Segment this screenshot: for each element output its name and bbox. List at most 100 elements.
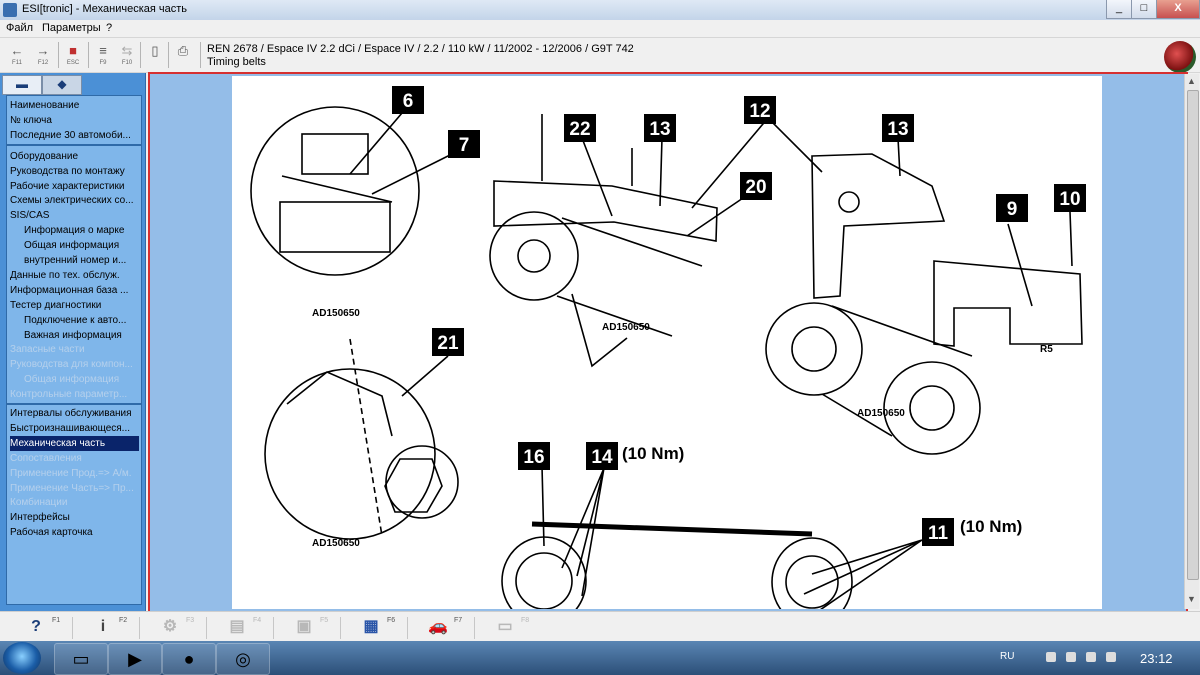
sidebar-item[interactable]: Общая информация [24, 240, 120, 252]
printer-icon: ⎙ [177, 43, 189, 58]
taskbar-explorer[interactable]: ▭ [54, 643, 108, 675]
document-button[interactable]: ▯ [144, 42, 166, 68]
sidebar-item: Запасные части [10, 344, 85, 356]
taskbar-esitronic[interactable]: ◎ [216, 643, 270, 675]
sprocket-edge [281, 175, 393, 203]
function-key-f6[interactable]: ▦F6 [345, 615, 403, 639]
start-button[interactable] [3, 642, 41, 674]
function-key-f1[interactable]: ?F1 [10, 615, 68, 639]
tab-component[interactable]: ◆ [42, 75, 82, 95]
sidebar-item[interactable]: Тестер диагностики [10, 299, 102, 311]
volume-icon[interactable] [1106, 652, 1116, 662]
callout-label: 9 [1007, 199, 1018, 220]
sidebar-item[interactable]: Схемы электрических со... [10, 195, 134, 207]
sidebar-item[interactable]: Руководства по монтажу [10, 165, 125, 177]
function-key-label: F6 [387, 617, 396, 624]
bottom-hub-right [785, 555, 839, 609]
escape-button[interactable]: ■ESC [66, 43, 80, 66]
callout-20: 20 [740, 172, 772, 200]
close-button[interactable]: X [1156, 0, 1200, 19]
battery-icon[interactable] [1066, 652, 1076, 662]
sidebar-item[interactable]: SIS/CAS [10, 210, 50, 222]
function-key-divider [273, 617, 274, 639]
menu-file[interactable]: Файл [6, 22, 34, 34]
sidebar-item[interactable]: Данные по тех. обслуж. [10, 269, 120, 281]
vertical-scrollbar[interactable]: ▲ ▼ [1184, 74, 1199, 609]
menu-help[interactable]: ? [106, 22, 113, 34]
document-subtitle: Timing belts [207, 56, 266, 68]
function-key-f7[interactable]: 🚗F7 [412, 615, 470, 639]
sidebar-item[interactable]: Интервалы обслуживания [10, 408, 132, 419]
sidebar-item[interactable]: Информационная база ... [10, 284, 129, 296]
function-key-label: F2 [119, 617, 128, 624]
sidebar-item: Применение Прод.=> А/м. [10, 467, 132, 479]
sidebar-item[interactable]: Последние 30 автомоби... [10, 129, 131, 141]
belt-lines-left [556, 217, 703, 337]
scroll-up-icon[interactable]: ▲ [1187, 76, 1196, 86]
sidebar-item: Контрольные параметр... [10, 389, 128, 401]
crank-hub-left [517, 239, 551, 273]
crank-hub-right [791, 326, 837, 372]
sidebar-item[interactable]: Механическая часть [10, 435, 139, 451]
module-icon: ▣ [296, 618, 312, 635]
network-icon[interactable] [1086, 652, 1096, 662]
compare-icon: ⇆ [121, 43, 133, 58]
scroll-thumb[interactable] [1187, 90, 1199, 580]
compare-button[interactable]: ⇆F10 [121, 43, 133, 66]
ref-label-1: AD150650 [312, 308, 360, 319]
callout-12: 12 [744, 96, 776, 124]
toolbar-divider [88, 42, 89, 68]
function-key-f8: ▭F8 [479, 615, 537, 639]
callout-label: 16 [523, 447, 544, 468]
sidebar-item[interactable]: внутренний номер и... [24, 255, 127, 266]
car-icon: ▬ [16, 77, 28, 91]
tab-vehicle[interactable]: ▬ [2, 75, 42, 95]
sidebar-item[interactable]: Рабочая карточка [10, 527, 93, 539]
forward-button[interactable]: →F12 [36, 43, 50, 66]
sidebar-item[interactable]: Важная информация [24, 329, 122, 341]
taskbar: ▭ ▶ ● ◎ RU 23:12 [0, 641, 1200, 675]
back-button[interactable]: ←F11 [10, 43, 24, 66]
detail-circle-top [250, 106, 420, 276]
menu-parameters[interactable]: Параметры [42, 22, 101, 34]
sidebar-item[interactable]: № ключа [10, 114, 52, 126]
list-button[interactable]: ≡F9 [99, 43, 107, 66]
list-icon: ▤ [229, 618, 245, 635]
sidebar-item[interactable]: Оборудование [10, 150, 79, 162]
firefox-icon: ● [183, 649, 195, 669]
sidebar-item[interactable]: Быстроизнашивающеся... [10, 422, 131, 434]
sidebar-divider [7, 143, 141, 146]
sidebar-item[interactable]: Интерфейсы [10, 512, 70, 524]
app-icon [3, 3, 17, 17]
function-key-divider [139, 617, 140, 639]
sidebar-item[interactable]: Рабочие характеристики [10, 180, 125, 192]
callout-label: 13 [887, 119, 908, 140]
maximize-button[interactable]: □ [1131, 0, 1157, 19]
print-button[interactable]: ⎙ [172, 42, 194, 68]
callout-label: 22 [569, 119, 590, 140]
sidebar-item[interactable]: Информация о марке [24, 225, 125, 237]
sidebar-item[interactable]: Наименование [10, 100, 80, 111]
sidebar-item[interactable]: Подключение к авто... [24, 314, 127, 326]
minimize-button[interactable]: _ [1106, 0, 1132, 19]
callout-label: 12 [749, 101, 770, 122]
stop-icon: ■ [69, 43, 77, 58]
taskbar-media-player[interactable]: ▶ [108, 643, 162, 675]
callout-7: 7 [448, 130, 480, 158]
bottom-hub-left [515, 552, 573, 610]
flag-icon[interactable] [1046, 652, 1056, 662]
leader-6-7 [349, 105, 465, 195]
callout-16: 16 [518, 442, 550, 470]
component-icon: ◆ [57, 77, 67, 91]
system-clock[interactable]: 23:12 [1140, 651, 1173, 666]
language-indicator[interactable]: RU [1000, 651, 1015, 662]
toolbar-divider [58, 42, 59, 68]
scroll-down-icon[interactable]: ▼ [1187, 594, 1196, 604]
crank-pulley-left [489, 211, 579, 301]
taskbar-firefox[interactable]: ● [162, 643, 216, 675]
torque-14: (10 Nm) [622, 444, 684, 463]
function-key-label: F4 [253, 617, 262, 624]
media-player-icon: ▶ [128, 649, 142, 669]
